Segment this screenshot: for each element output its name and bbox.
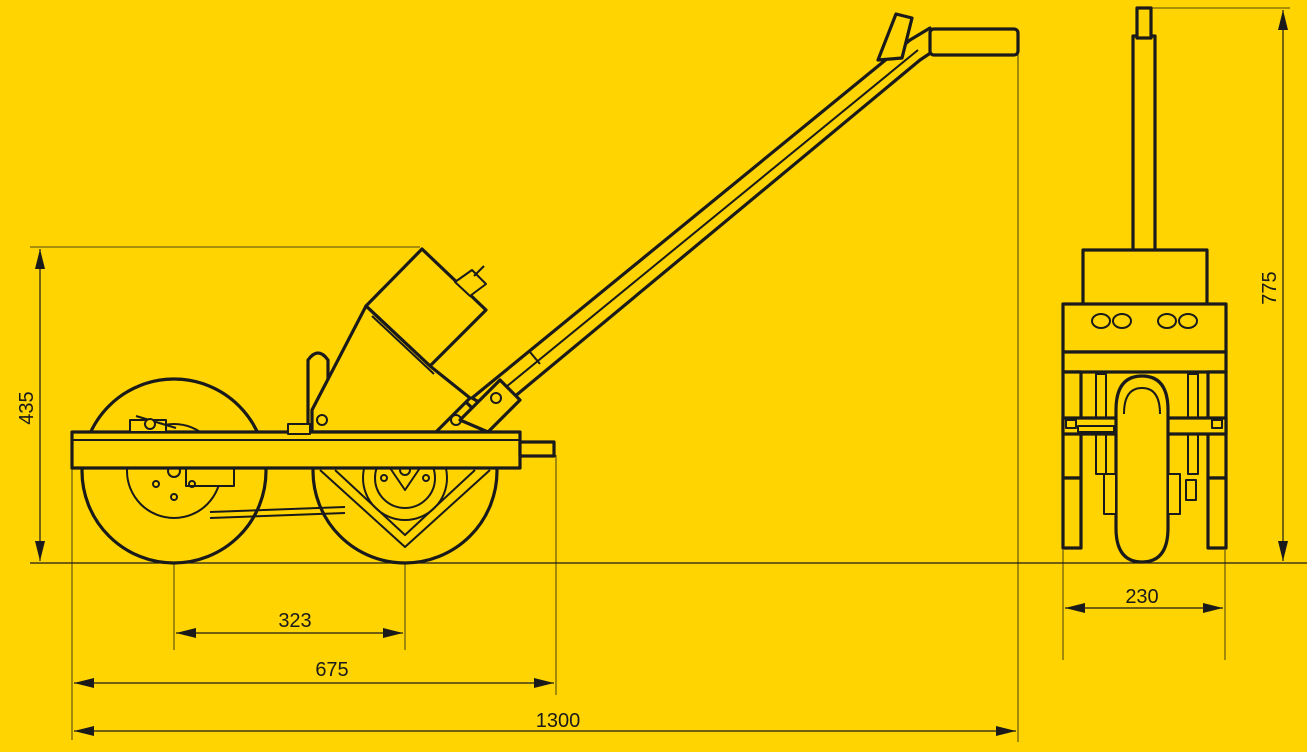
handle-bracket (458, 378, 522, 434)
hopper-box (310, 247, 488, 434)
front-legs (1061, 476, 1228, 550)
front-box (1061, 302, 1228, 374)
dim-label-230: 230 (1125, 586, 1158, 608)
side-view-machine (70, 12, 1020, 565)
dim-label-675: 675 (315, 659, 348, 681)
dimension-width-front: 230 (1065, 586, 1223, 613)
dimension-total-length: 1300 (74, 710, 1016, 736)
front-frame (1061, 370, 1228, 480)
dimension-frame-length: 675 (74, 659, 554, 688)
rear-clamp (129, 415, 177, 433)
front-handle (1131, 6, 1157, 258)
dim-label-775: 775 (1259, 271, 1281, 304)
side-handle (470, 12, 1020, 414)
dimension-wheel-spacing: 323 (176, 610, 403, 638)
dim-label-323: 323 (278, 610, 311, 632)
side-frame (70, 423, 556, 470)
bracket-bolt (490, 392, 502, 404)
rear-wheel (80, 377, 268, 565)
front-view-wheel (1103, 374, 1197, 564)
dimension-height-side: 435 (16, 249, 45, 561)
dim-label-1300: 1300 (536, 710, 581, 732)
front-view-machine (1061, 6, 1228, 564)
front-hopper (1081, 248, 1209, 308)
dimension-height-front: 775 (1259, 10, 1288, 561)
dim-label-435: 435 (16, 391, 38, 424)
drive-belt (209, 469, 491, 548)
